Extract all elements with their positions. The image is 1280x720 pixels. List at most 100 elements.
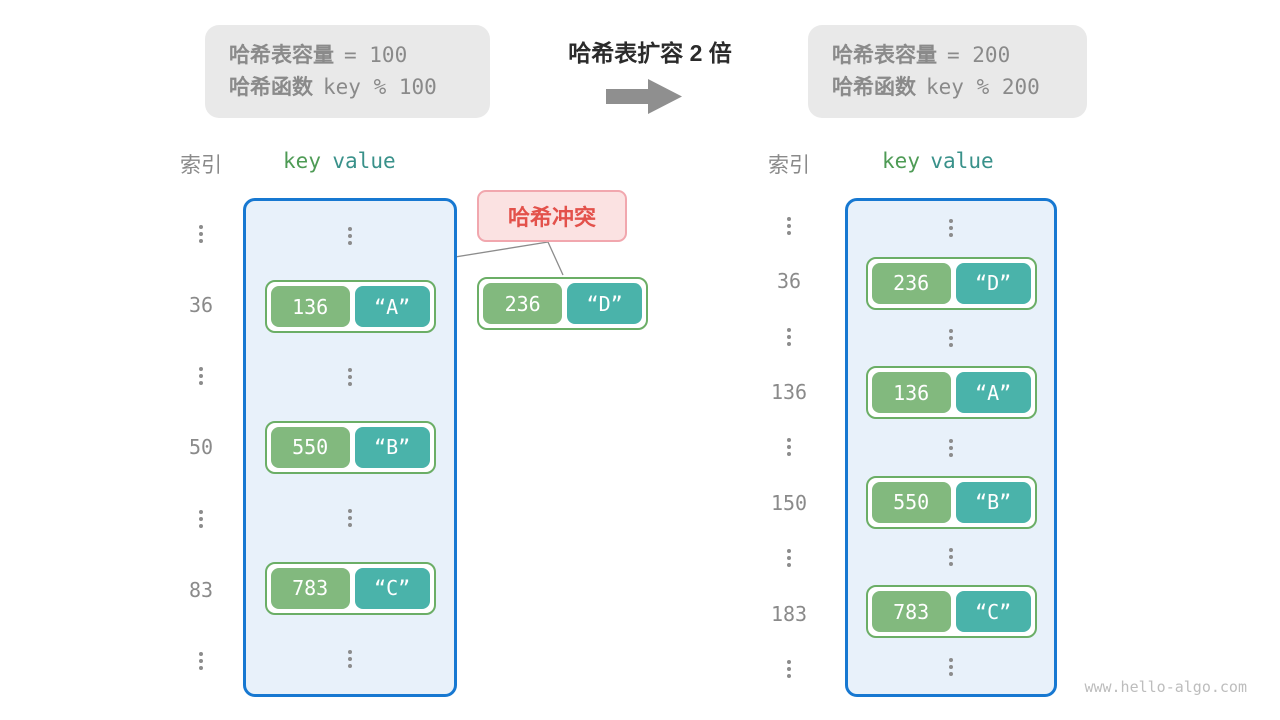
hash-fn-value: key % 100 xyxy=(323,75,437,99)
ellipsis-dots xyxy=(787,216,791,235)
key-value-pair: 236“D” xyxy=(477,277,648,330)
ellipsis-dots xyxy=(199,367,203,386)
ellipsis-dots xyxy=(199,224,203,243)
index-ellipsis xyxy=(753,642,825,697)
capacity-value: = 100 xyxy=(344,43,408,67)
capacity-label: 哈希表容量 xyxy=(832,44,937,67)
index-number: 183 xyxy=(770,601,808,626)
ellipsis-dots xyxy=(949,219,953,238)
bucket-ellipsis xyxy=(246,483,454,553)
ellipsis-dots xyxy=(949,548,953,567)
ellipsis-dots xyxy=(348,649,352,668)
index-label: 36 xyxy=(753,253,825,308)
bucket-slot: 236“D” xyxy=(848,256,1054,311)
key-box: 236 xyxy=(871,262,951,304)
bucket-array: 136“A” 550“B” 783“C” xyxy=(243,198,457,697)
index-number: 150 xyxy=(770,490,808,515)
key-box: 550 xyxy=(871,481,951,523)
capacity-line: 哈希表容量 = 100 xyxy=(229,43,490,68)
bucket-ellipsis xyxy=(848,639,1054,694)
key-box: 136 xyxy=(871,372,951,414)
index-label: 183 xyxy=(753,586,825,641)
index-column: 36 136 150 183 xyxy=(753,198,825,697)
key-box: 550 xyxy=(270,426,350,468)
index-label: 50 xyxy=(165,412,237,483)
hash-fn-line: 哈希函数 key % 100 xyxy=(229,75,490,100)
key-box: 783 xyxy=(270,567,350,609)
value-box: “B” xyxy=(354,426,430,468)
ellipsis-dots xyxy=(787,327,791,346)
bucket-array: 236“D” 136“A” 550“B” 783“C” xyxy=(845,198,1057,697)
key-value-pair: 136“A” xyxy=(865,366,1037,420)
ellipsis-dots xyxy=(787,438,791,457)
key-box: 136 xyxy=(270,286,350,328)
ellipsis-dots xyxy=(199,509,203,528)
hash-fn-value: key % 200 xyxy=(926,75,1040,99)
value-box: “B” xyxy=(955,481,1031,523)
bucket-ellipsis xyxy=(848,201,1054,256)
value-box: “C” xyxy=(354,567,430,609)
key-box: 236 xyxy=(483,283,563,324)
index-ellipsis xyxy=(753,309,825,364)
value-header: value xyxy=(930,149,994,173)
index-ellipsis xyxy=(753,531,825,586)
index-column: 36 50 83 xyxy=(165,198,237,697)
key-value-pair: 783“C” xyxy=(264,561,436,615)
key-value-pair: 783“C” xyxy=(865,585,1037,639)
bucket-slot: 783“C” xyxy=(246,553,454,623)
bucket-ellipsis xyxy=(848,420,1054,475)
capacity-line: 哈希表容量 = 200 xyxy=(832,43,1087,68)
bucket-ellipsis xyxy=(246,342,454,412)
index-ellipsis xyxy=(165,198,237,269)
ellipsis-dots xyxy=(949,657,953,676)
bucket-ellipsis xyxy=(246,624,454,694)
index-header: 索引 xyxy=(180,154,222,177)
index-label: 36 xyxy=(165,269,237,340)
watermark: www.hello-algo.com xyxy=(1084,678,1247,696)
bucket-slot: 783“C” xyxy=(848,584,1054,639)
hash-fn-label: 哈希函数 xyxy=(229,76,313,99)
key-value-pair: 136“A” xyxy=(264,280,436,334)
bucket-slot: 136“A” xyxy=(848,365,1054,420)
bucket-ellipsis xyxy=(848,530,1054,585)
index-label: 150 xyxy=(753,475,825,530)
colliding-pair-slot: 236“D” xyxy=(477,277,648,330)
ellipsis-dots xyxy=(199,652,203,671)
value-box: “A” xyxy=(354,286,430,328)
key-header: key xyxy=(882,149,920,173)
hash-collision-label: 哈希冲突 xyxy=(477,190,627,242)
hash-fn-label: 哈希函数 xyxy=(832,76,916,99)
ellipsis-dots xyxy=(787,660,791,679)
bucket-ellipsis xyxy=(246,201,454,271)
expansion-title: 哈希表扩容 2 倍 xyxy=(568,40,732,66)
index-label: 83 xyxy=(165,554,237,625)
index-label: 136 xyxy=(753,364,825,419)
key-value-pair: 236“D” xyxy=(865,256,1037,310)
key-header: key xyxy=(283,149,321,173)
expand-arrow-icon xyxy=(606,79,682,114)
key-box: 783 xyxy=(871,591,951,633)
new-table-info-box: 哈希表容量 = 200 哈希函数 key % 200 xyxy=(808,25,1087,118)
ellipsis-dots xyxy=(348,227,352,246)
ellipsis-dots xyxy=(787,549,791,568)
index-number: 36 xyxy=(776,269,802,294)
capacity-label: 哈希表容量 xyxy=(229,44,334,67)
index-ellipsis xyxy=(753,198,825,253)
bucket-ellipsis xyxy=(848,311,1054,366)
index-header: 索引 xyxy=(768,154,810,177)
index-number: 36 xyxy=(188,292,214,317)
index-number: 50 xyxy=(188,435,214,460)
key-value-pair: 550“B” xyxy=(865,475,1037,529)
index-ellipsis xyxy=(753,420,825,475)
key-value-pair: 550“B” xyxy=(264,420,436,474)
value-box: “D” xyxy=(567,283,642,324)
ellipsis-dots xyxy=(949,328,953,347)
value-header: value xyxy=(332,149,396,173)
bucket-slot: 136“A” xyxy=(246,271,454,341)
capacity-value: = 200 xyxy=(947,43,1011,67)
ellipsis-dots xyxy=(348,508,352,527)
value-box: “C” xyxy=(955,591,1031,633)
index-ellipsis xyxy=(165,483,237,554)
ellipsis-dots xyxy=(348,368,352,387)
index-ellipsis xyxy=(165,626,237,697)
